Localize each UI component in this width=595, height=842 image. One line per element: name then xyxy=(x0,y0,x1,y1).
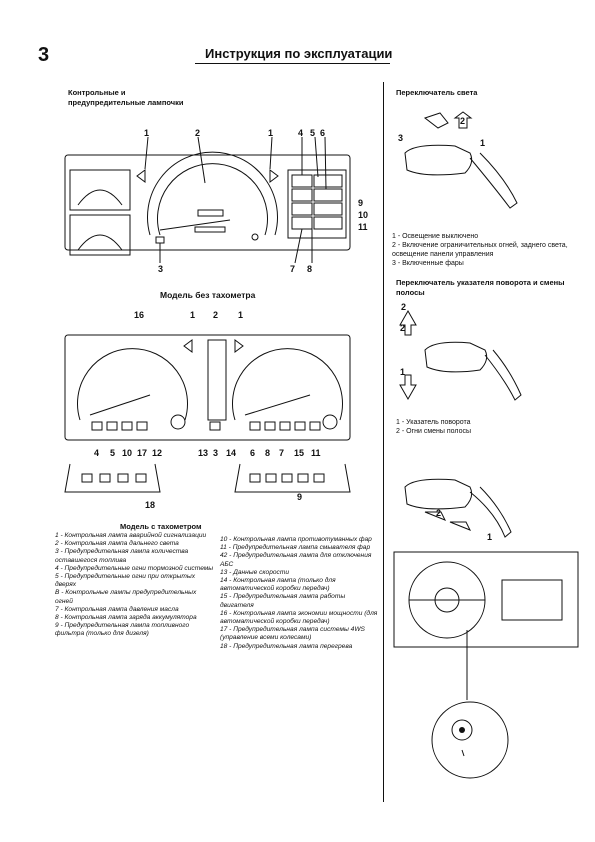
legend-item: 17 - Предупредительная лампа системы 4WS… xyxy=(220,626,365,642)
legend-item: 4 - Предупредительные огни тормозной сис… xyxy=(55,564,214,572)
callout-4: 4 xyxy=(298,128,304,138)
callout-m6: 6 xyxy=(250,448,256,458)
legend-item: 15 - Предупредительная лампа работы двиг… xyxy=(220,593,346,609)
callout-m12: 12 xyxy=(152,448,163,458)
legend-item: 1 - Контрольная лампа аварийной сигнализ… xyxy=(55,532,207,539)
legend-item: 5 - Предупредительные огни при открытых … xyxy=(55,573,196,589)
callout-11: 11 xyxy=(358,222,368,232)
callout-m1b: 1 xyxy=(238,310,244,320)
callout-m13: 13 xyxy=(198,448,209,458)
turn-switch-list: 1 - Указатель поворота 2 - Огни смены по… xyxy=(396,418,576,436)
callout-m2: 2 xyxy=(213,310,219,320)
callout-9: 9 xyxy=(358,198,364,208)
callout-m17: 17 xyxy=(137,448,148,458)
legend-item: 13 - Данные скорости xyxy=(220,568,289,576)
callout-t2b: 1 xyxy=(400,367,406,377)
light-switch-item: 1 - Освещение выключено xyxy=(392,233,479,240)
model-no-tacho-title: Модель без тахометра xyxy=(160,290,256,300)
callout-1b: 1 xyxy=(268,128,274,138)
cluster-diagram-mid xyxy=(64,334,351,441)
callout-l1: 1 xyxy=(487,532,493,542)
header-rule xyxy=(195,63,390,64)
section-lamps-heading: Контрольные и предупредительные лампочки xyxy=(68,88,184,107)
callout-m14: 14 xyxy=(226,448,237,458)
callout-5: 5 xyxy=(310,128,316,138)
legend-item: 14 - Контрольная лампа (только для автом… xyxy=(220,577,336,593)
model-tacho-title: Модель с тахометром xyxy=(120,522,202,531)
section-turn-switch-heading: Переключатель указателя поворота и смены… xyxy=(396,278,565,297)
legend-item: 16 - Контрольная лампа экономии мощности… xyxy=(220,609,378,626)
lamp-strips xyxy=(64,463,351,493)
legend-item: 18 - Предупредительная лампа перегрева xyxy=(220,642,353,650)
legend-col1: 1 - Контрольная лампа аварийной сигнализ… xyxy=(55,532,215,639)
callout-t2: 2 xyxy=(400,323,406,333)
callout-m11: 11 xyxy=(311,448,321,458)
callout-t1: 2 xyxy=(401,302,407,312)
column-divider xyxy=(383,82,384,802)
callout-m10: 10 xyxy=(122,448,133,458)
callout-1: 1 xyxy=(144,128,150,138)
turn-switch-illustration xyxy=(399,309,522,401)
callout-r2: 2 xyxy=(460,116,466,126)
callout-3: 3 xyxy=(158,264,164,274)
callout-8: 8 xyxy=(307,264,313,274)
legend-item: 11 - Предупредительная лампа смывателя ф… xyxy=(220,544,371,552)
light-switch-list: 1 - Освещение выключено 2 - Включение ог… xyxy=(392,232,582,268)
legend-item: 8 - Контрольная лампа заряда аккумулятор… xyxy=(55,614,197,622)
callout-m4: 4 xyxy=(94,448,100,458)
legend-col2: 10 - Контрольная лампа противотуманных ф… xyxy=(220,536,380,651)
legend-item: 9 - Предупредительная лампа топливного ф… xyxy=(55,622,190,638)
callout-r1: 1 xyxy=(480,138,486,148)
callout-7: 7 xyxy=(290,264,296,274)
callout-m8: 8 xyxy=(265,448,271,458)
lane-change-illustration xyxy=(404,478,512,538)
callout-2: 2 xyxy=(195,128,201,138)
turn-switch-item: 2 - Огни смены полосы xyxy=(396,428,471,435)
legend-item: В - Контрольные лампы предупредительных … xyxy=(55,589,197,605)
callout-r3: 3 xyxy=(398,133,404,143)
callout-m7: 7 xyxy=(279,448,285,458)
turn-switch-item: 1 - Указатель поворота xyxy=(396,419,471,426)
callout-m15: 15 xyxy=(294,448,305,458)
callout-m3: 3 xyxy=(213,448,219,458)
light-switch-item: 3 - Включенные фары xyxy=(392,260,464,267)
callout-10: 10 xyxy=(358,210,369,220)
page-number: 3 xyxy=(38,44,50,66)
legend-item: 42 - Предупредительная лампа для отключе… xyxy=(220,552,372,568)
section-light-switch-heading: Переключатель света xyxy=(396,88,478,97)
callout-16: 16 xyxy=(134,310,145,320)
legend-item: 2 - Контрольная лампа дальнего света xyxy=(55,540,179,548)
light-switch-item: 2 - Включение ограничительных огней, зад… xyxy=(392,242,568,258)
dashboard-illustration xyxy=(393,551,579,779)
legend-item: 7 - Контрольная лампа давления масла xyxy=(55,605,179,613)
callout-18: 18 xyxy=(145,500,156,510)
callout-m1: 1 xyxy=(190,310,196,320)
callout-6: 6 xyxy=(320,128,326,138)
page-title: Инструкция по эксплуатации xyxy=(205,46,393,61)
callout-m5: 5 xyxy=(110,448,116,458)
callout-b9: 9 xyxy=(297,492,303,502)
callout-l2: 2 xyxy=(436,508,442,518)
legend-item: 3 - Предупредительная лампа количества о… xyxy=(55,548,189,564)
legend-item: 10 - Контрольная лампа противотуманных ф… xyxy=(220,536,372,543)
cluster-diagram-top xyxy=(64,136,351,264)
light-switch-illustration xyxy=(404,111,518,209)
